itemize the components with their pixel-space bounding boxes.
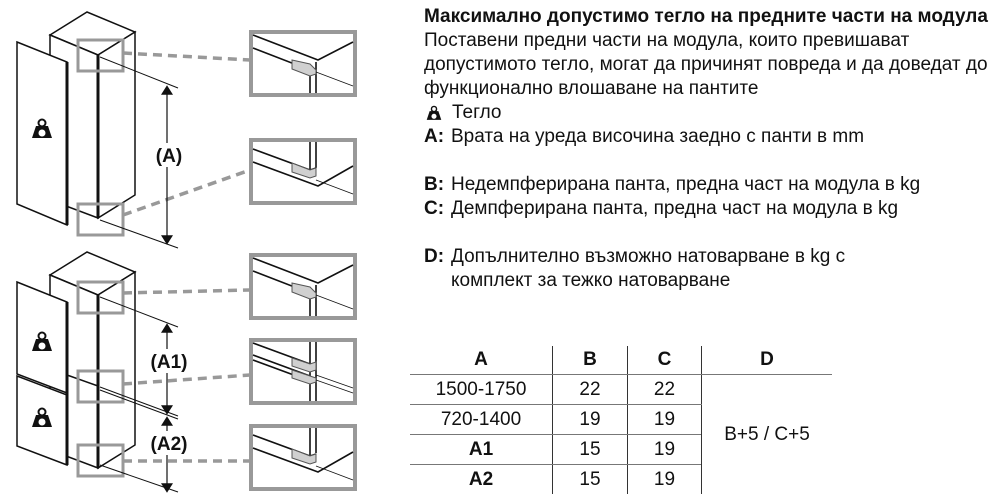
intro-text: Поставени предни части на модула, които …: [424, 30, 988, 99]
hinge-diagram: (A) (A1) (A2): [16, 11, 357, 493]
header-d: D: [701, 346, 832, 375]
table-row: A2 15 19: [410, 464, 832, 494]
section-title: Максимално допустимо тегло на предните ч…: [424, 6, 988, 27]
table-header-row: A B C D: [410, 346, 832, 375]
callout-box-bottom-hinge: [76, 202, 125, 237]
weight-legend: Тегло: [424, 101, 1000, 125]
legend-item-a: A: Врата на уреда височина заедно с пант…: [424, 126, 865, 147]
callout-box-top-hinge-2: [76, 280, 125, 315]
d-value-cell: B+5 / C+5: [701, 374, 832, 494]
hinge-detail-middle: [249, 338, 357, 405]
double-door-appliance: [16, 251, 137, 470]
hinge-detail-top-2: [249, 253, 357, 320]
callout-box-top-hinge: [76, 38, 125, 73]
dimension-label-a: (A): [156, 146, 182, 167]
header-b: B: [552, 346, 628, 375]
header-c: C: [627, 346, 702, 375]
table-row: 720-1400 19 19: [410, 404, 832, 435]
callout-box-middle-hinge: [76, 369, 125, 404]
hinge-detail-bottom-2: [249, 424, 357, 491]
dimension-label-a1: (A1): [151, 352, 188, 373]
single-door-appliance: [16, 11, 137, 227]
hinge-detail-top-1: [249, 30, 357, 97]
header-a: A: [410, 346, 553, 375]
weight-icon: [426, 105, 442, 120]
description-panel: Максимално допустимо тегло на предните ч…: [424, 5, 1000, 293]
table-row: A1 15 19: [410, 434, 832, 465]
table-row: 1500-1750 22 22 B+5 / C+5: [410, 374, 832, 494]
legend-item-d: D: Допълнително възможно натоварване в k…: [424, 246, 846, 291]
dimension-label-a2: (A2): [151, 434, 188, 455]
weight-label: Тегло: [452, 102, 502, 123]
weight-spec-table: A B C D 1500-1750 22 22 B+5 / C+5 720-14…: [410, 346, 832, 494]
legend-item-c: C: Демпферирана панта, предна част на мо…: [424, 198, 899, 219]
hinge-detail-bottom-1: [249, 138, 357, 205]
legend-item-b: B: Недемпферирана панта, предна част на …: [424, 174, 921, 195]
